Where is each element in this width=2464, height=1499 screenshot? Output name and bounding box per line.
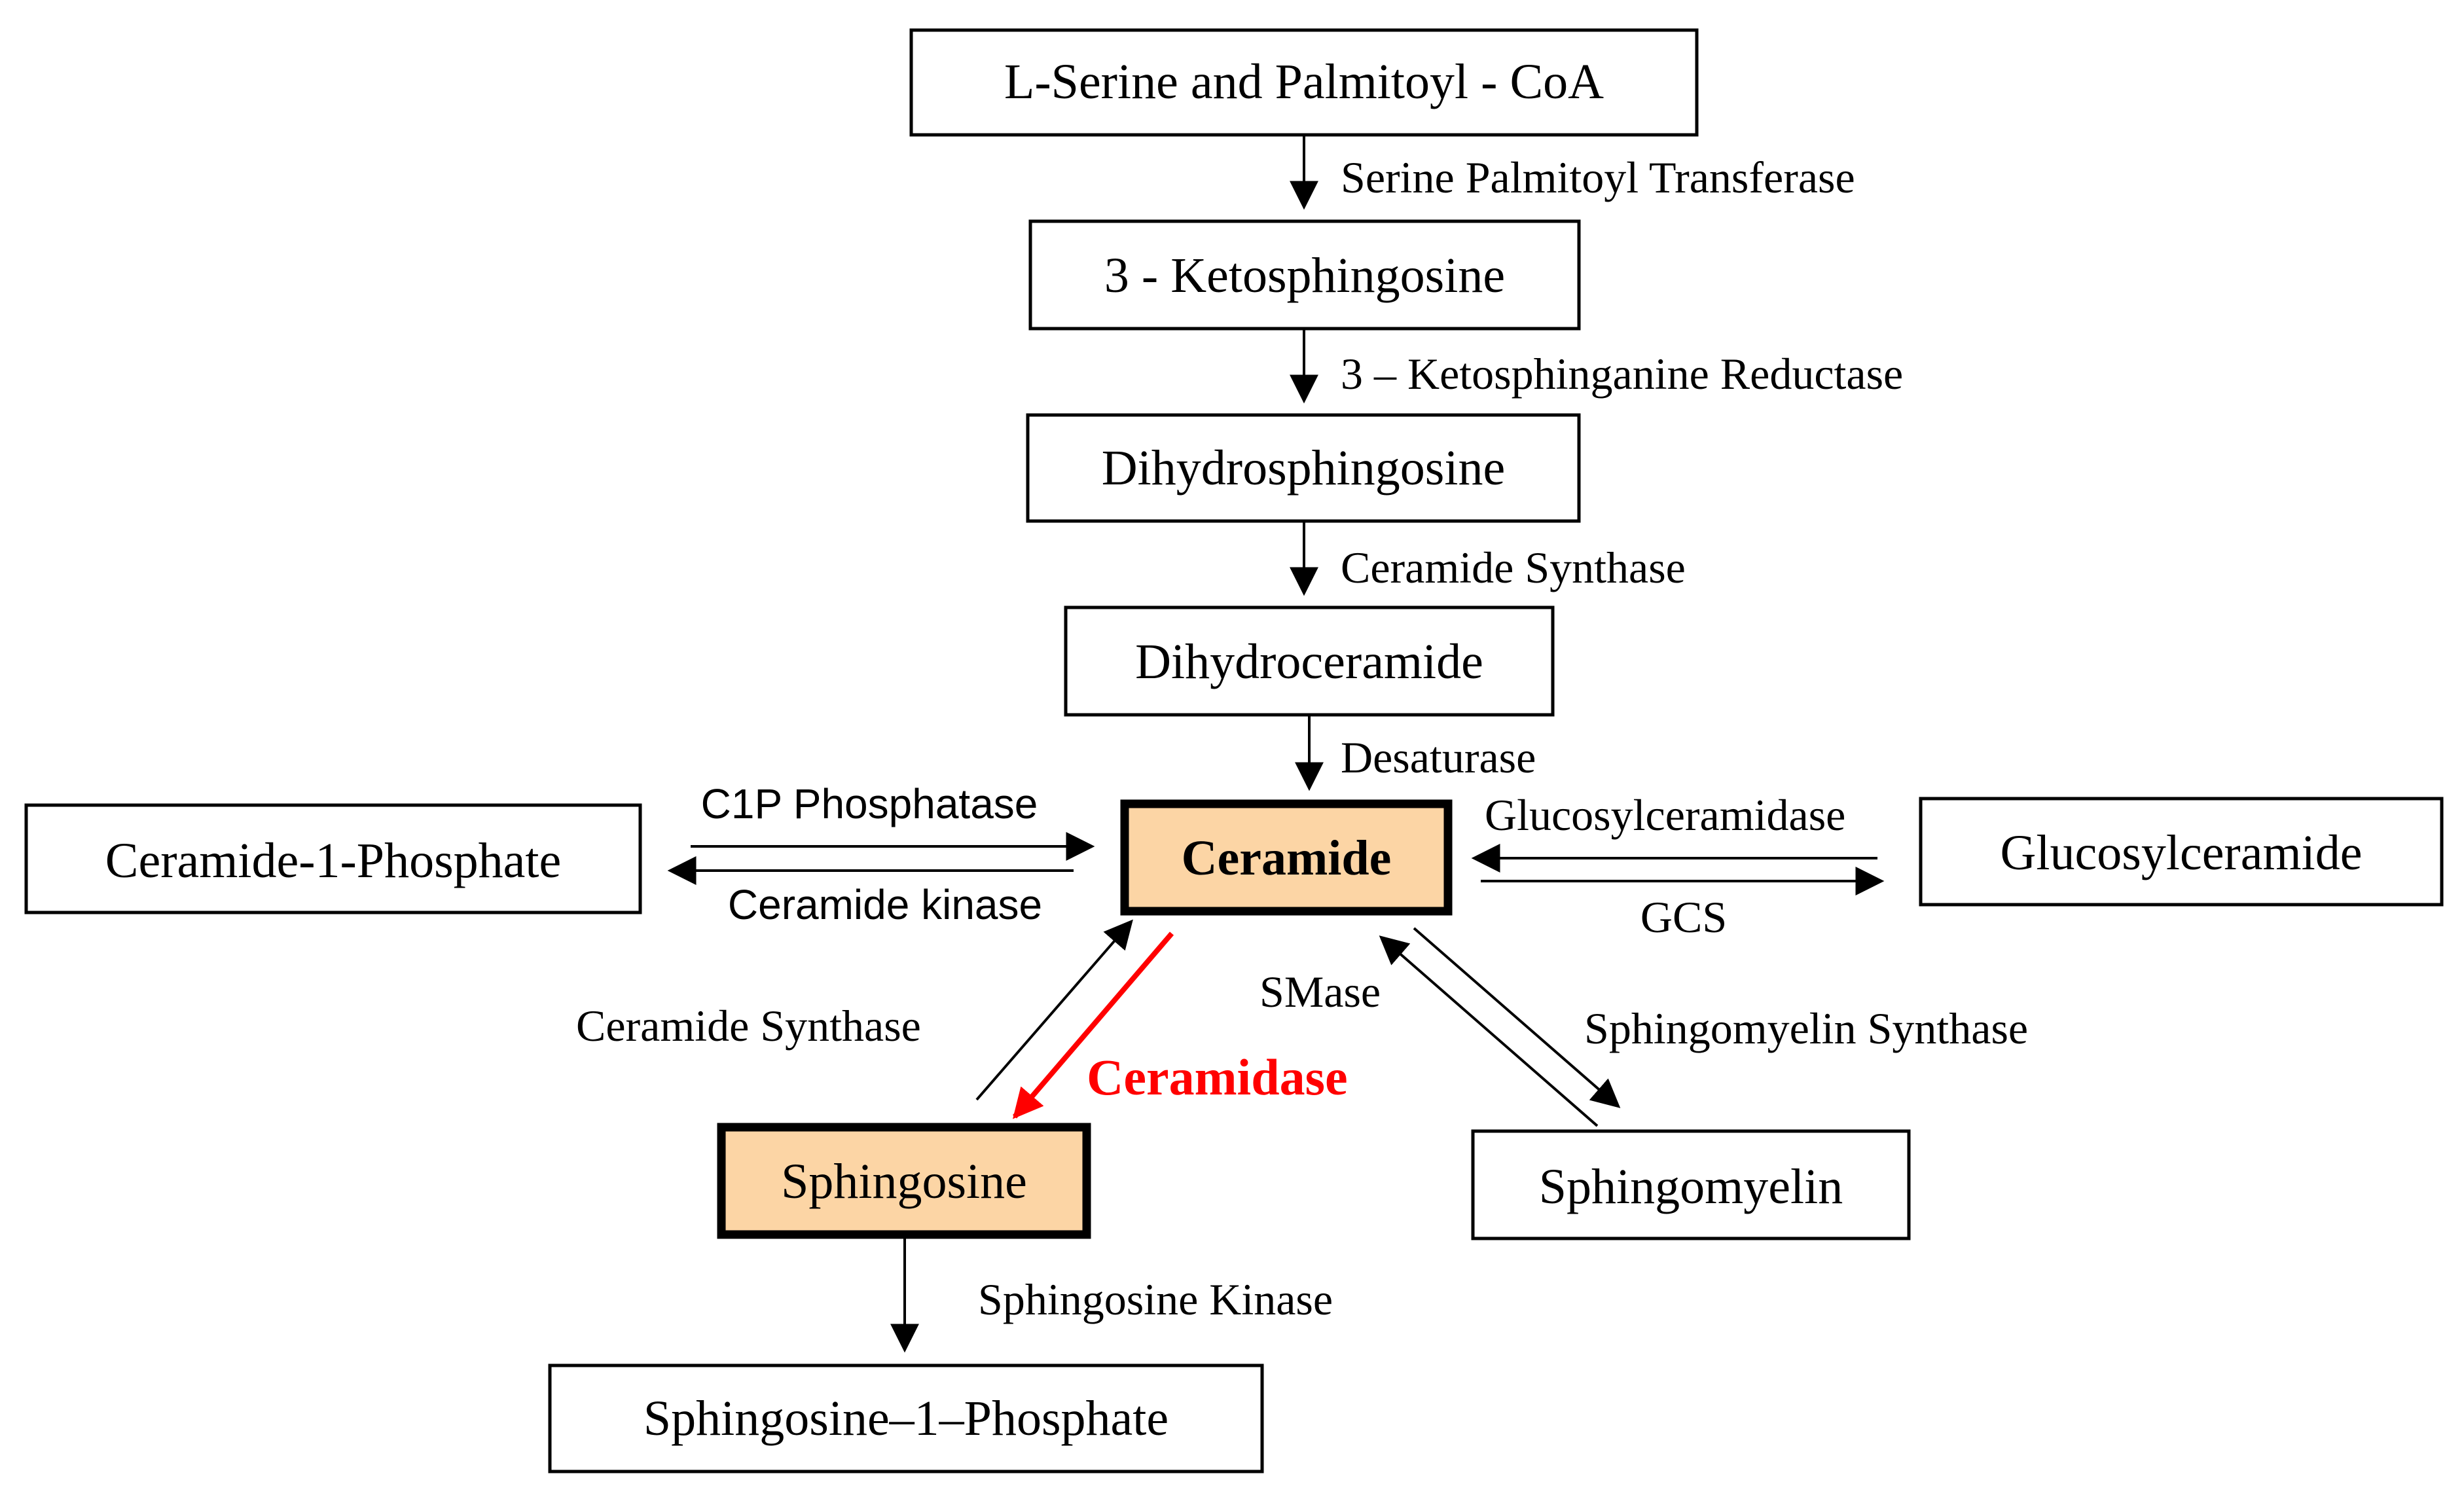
arrow-sphingomyelin-to-ceramide xyxy=(1379,935,1599,1127)
node-serine-palmitoyl-coa: L-Serine and Palmitoyl - CoA xyxy=(909,28,1699,137)
node-sphingomyelin-label: Sphingomyelin xyxy=(1539,1159,1843,1214)
node-dihydrosphingosine-label: Dihydrosphingosine xyxy=(1102,441,1505,496)
enzyme-ceramide-kinase: Ceramide kinase xyxy=(728,881,1042,928)
enzyme-sphingomyelin-synthase: Sphingomyelin Synthase xyxy=(1584,1003,2028,1053)
node-ceramide-1-phosphate: Ceramide-1-Phosphate xyxy=(24,803,642,914)
enzyme-sphingosine-kinase: Sphingosine Kinase xyxy=(978,1274,1333,1324)
node-sphingosine-label: Sphingosine xyxy=(781,1154,1027,1209)
enzyme-ceramide-synthase-top: Ceramide Synthase xyxy=(1341,543,1686,592)
arrow-ceramide-to-sphingomyelin xyxy=(1413,927,1621,1108)
enzyme-smase: SMase xyxy=(1259,967,1381,1017)
enzyme-serine-palmitoyl-transferase: Serine Palmitoyl Transferase xyxy=(1341,153,1855,202)
node-dihydroceramide: Dihydroceramide xyxy=(1064,605,1555,717)
node-glucosylceramide: Glucosylceramide xyxy=(1919,797,2444,907)
node-ketosphingosine: 3 - Ketosphingosine xyxy=(1028,219,1581,331)
node-sphingosine-1-phosphate-label: Sphingosine–1–Phosphate xyxy=(643,1391,1169,1446)
enzyme-ceramide-synthase-bottom: Ceramide Synthase xyxy=(576,1001,921,1051)
node-ceramide-label: Ceramide xyxy=(1182,831,1392,886)
enzyme-desaturase: Desaturase xyxy=(1341,732,1536,782)
node-serine-palmitoyl-coa-label: L-Serine and Palmitoyl - CoA xyxy=(1004,54,1604,109)
node-sphingomyelin: Sphingomyelin xyxy=(1471,1129,1911,1240)
arrow-sphingosine-to-ceramide xyxy=(975,919,1133,1101)
node-ceramide: Ceramide xyxy=(1120,799,1453,916)
node-ceramide-1-phosphate-label: Ceramide-1-Phosphate xyxy=(105,833,561,888)
node-dihydrosphingosine: Dihydrosphingosine xyxy=(1026,413,1581,523)
node-dihydroceramide-label: Dihydroceramide xyxy=(1135,634,1483,689)
enzyme-gcs: GCS xyxy=(1640,892,1727,942)
enzyme-ceramidase: Ceramidase xyxy=(1087,1049,1348,1106)
arrow-ceramidase xyxy=(1012,931,1174,1119)
enzyme-glucosylceramidase: Glucosylceramidase xyxy=(1485,790,1845,840)
node-glucosylceramide-label: Glucosylceramide xyxy=(2001,825,2363,880)
enzyme-ketosphinganine-reductase: 3 – Ketosphinganine Reductase xyxy=(1341,349,1903,399)
node-sphingosine: Sphingosine xyxy=(717,1123,1091,1239)
node-ketosphingosine-label: 3 - Ketosphingosine xyxy=(1104,248,1505,303)
enzyme-c1p-phosphatase: C1P Phosphatase xyxy=(701,780,1038,827)
node-sphingosine-1-phosphate: Sphingosine–1–Phosphate xyxy=(548,1364,1264,1473)
